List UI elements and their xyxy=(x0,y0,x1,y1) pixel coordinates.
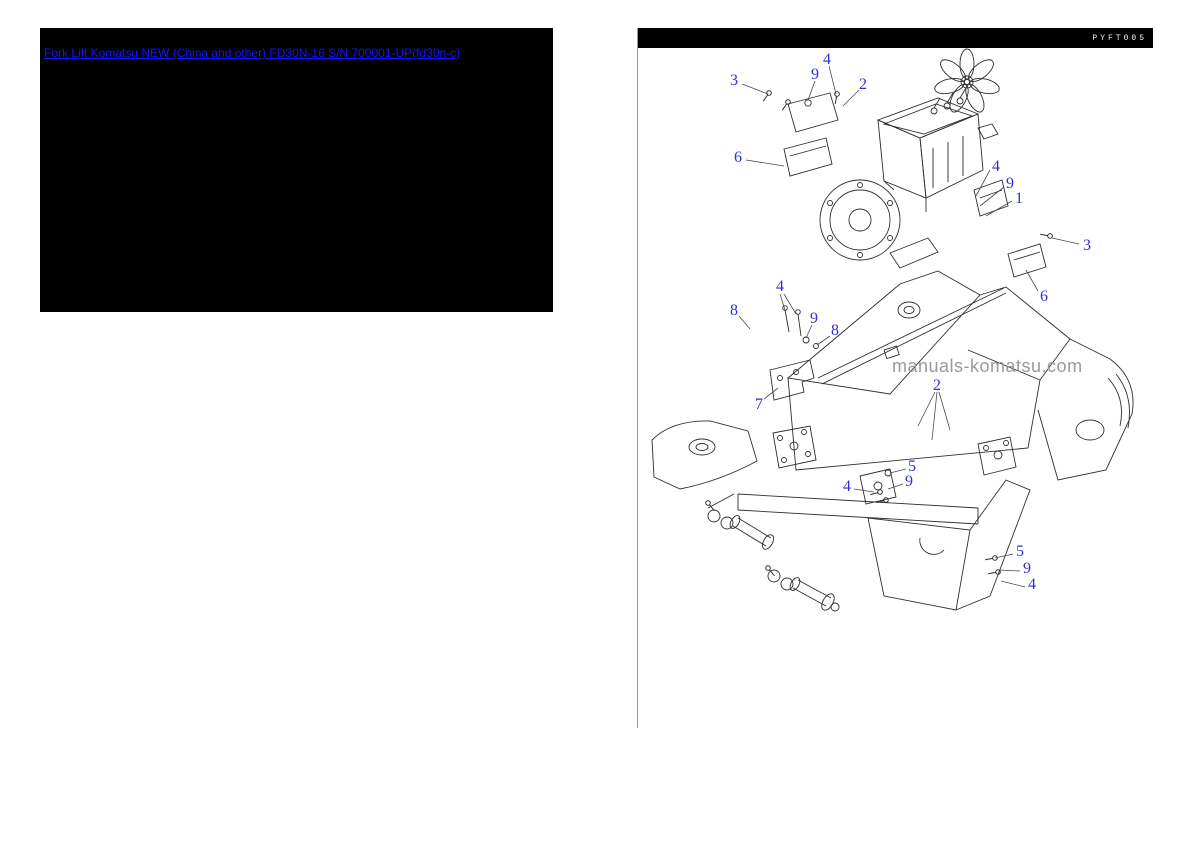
top-brackets xyxy=(760,89,841,177)
callout-3-0: 3 xyxy=(730,72,738,89)
right-brackets xyxy=(973,179,1054,278)
engine-group xyxy=(819,87,999,269)
catalog-title-link[interactable]: Fork Lift Komatsu NEW (China and other) … xyxy=(44,46,461,60)
callout-9-18: 9 xyxy=(905,473,913,490)
callout-4-10: 4 xyxy=(776,278,784,295)
callout-5-19: 5 xyxy=(1016,543,1024,560)
callout-4-21: 4 xyxy=(1028,576,1036,593)
callout-6-4: 6 xyxy=(734,149,742,166)
callout-9-6: 9 xyxy=(1006,175,1014,192)
callout-9-12: 9 xyxy=(810,310,818,327)
callout-4-2: 4 xyxy=(823,51,831,68)
callout-2-15: 2 xyxy=(933,377,941,394)
callout-1-7: 1 xyxy=(1015,190,1023,207)
callout-9-1: 9 xyxy=(811,66,819,83)
left-black-panel: Fork Lift Komatsu NEW (China and other) … xyxy=(40,28,553,312)
watermark: manuals-komatsu.com xyxy=(892,356,1083,376)
parts-diagram-drawing xyxy=(651,48,1134,612)
callout-6-9: 6 xyxy=(1040,288,1048,305)
leader-lines xyxy=(738,65,1080,588)
diagram-topbar: PYFT005 xyxy=(638,28,1153,48)
callout-8-11: 8 xyxy=(730,302,738,319)
callout-3-8: 3 xyxy=(1083,237,1091,254)
diagram-panel: PYFT005 xyxy=(637,28,1153,728)
callout-2-3: 2 xyxy=(859,76,867,93)
callout-8-13: 8 xyxy=(831,322,839,339)
callout-4-17: 4 xyxy=(843,478,851,495)
callout-9-20: 9 xyxy=(1023,560,1031,577)
callout-7-14: 7 xyxy=(755,396,763,413)
diagram-code: PYFT005 xyxy=(1092,34,1147,43)
lower-fasteners xyxy=(869,469,1002,577)
frame-group xyxy=(651,270,1134,611)
axle-group xyxy=(704,493,840,612)
bracket-7 xyxy=(769,305,819,401)
callout-5-16: 5 xyxy=(908,458,916,475)
callout-4-5: 4 xyxy=(992,158,1000,175)
fan-icon xyxy=(934,48,1000,113)
